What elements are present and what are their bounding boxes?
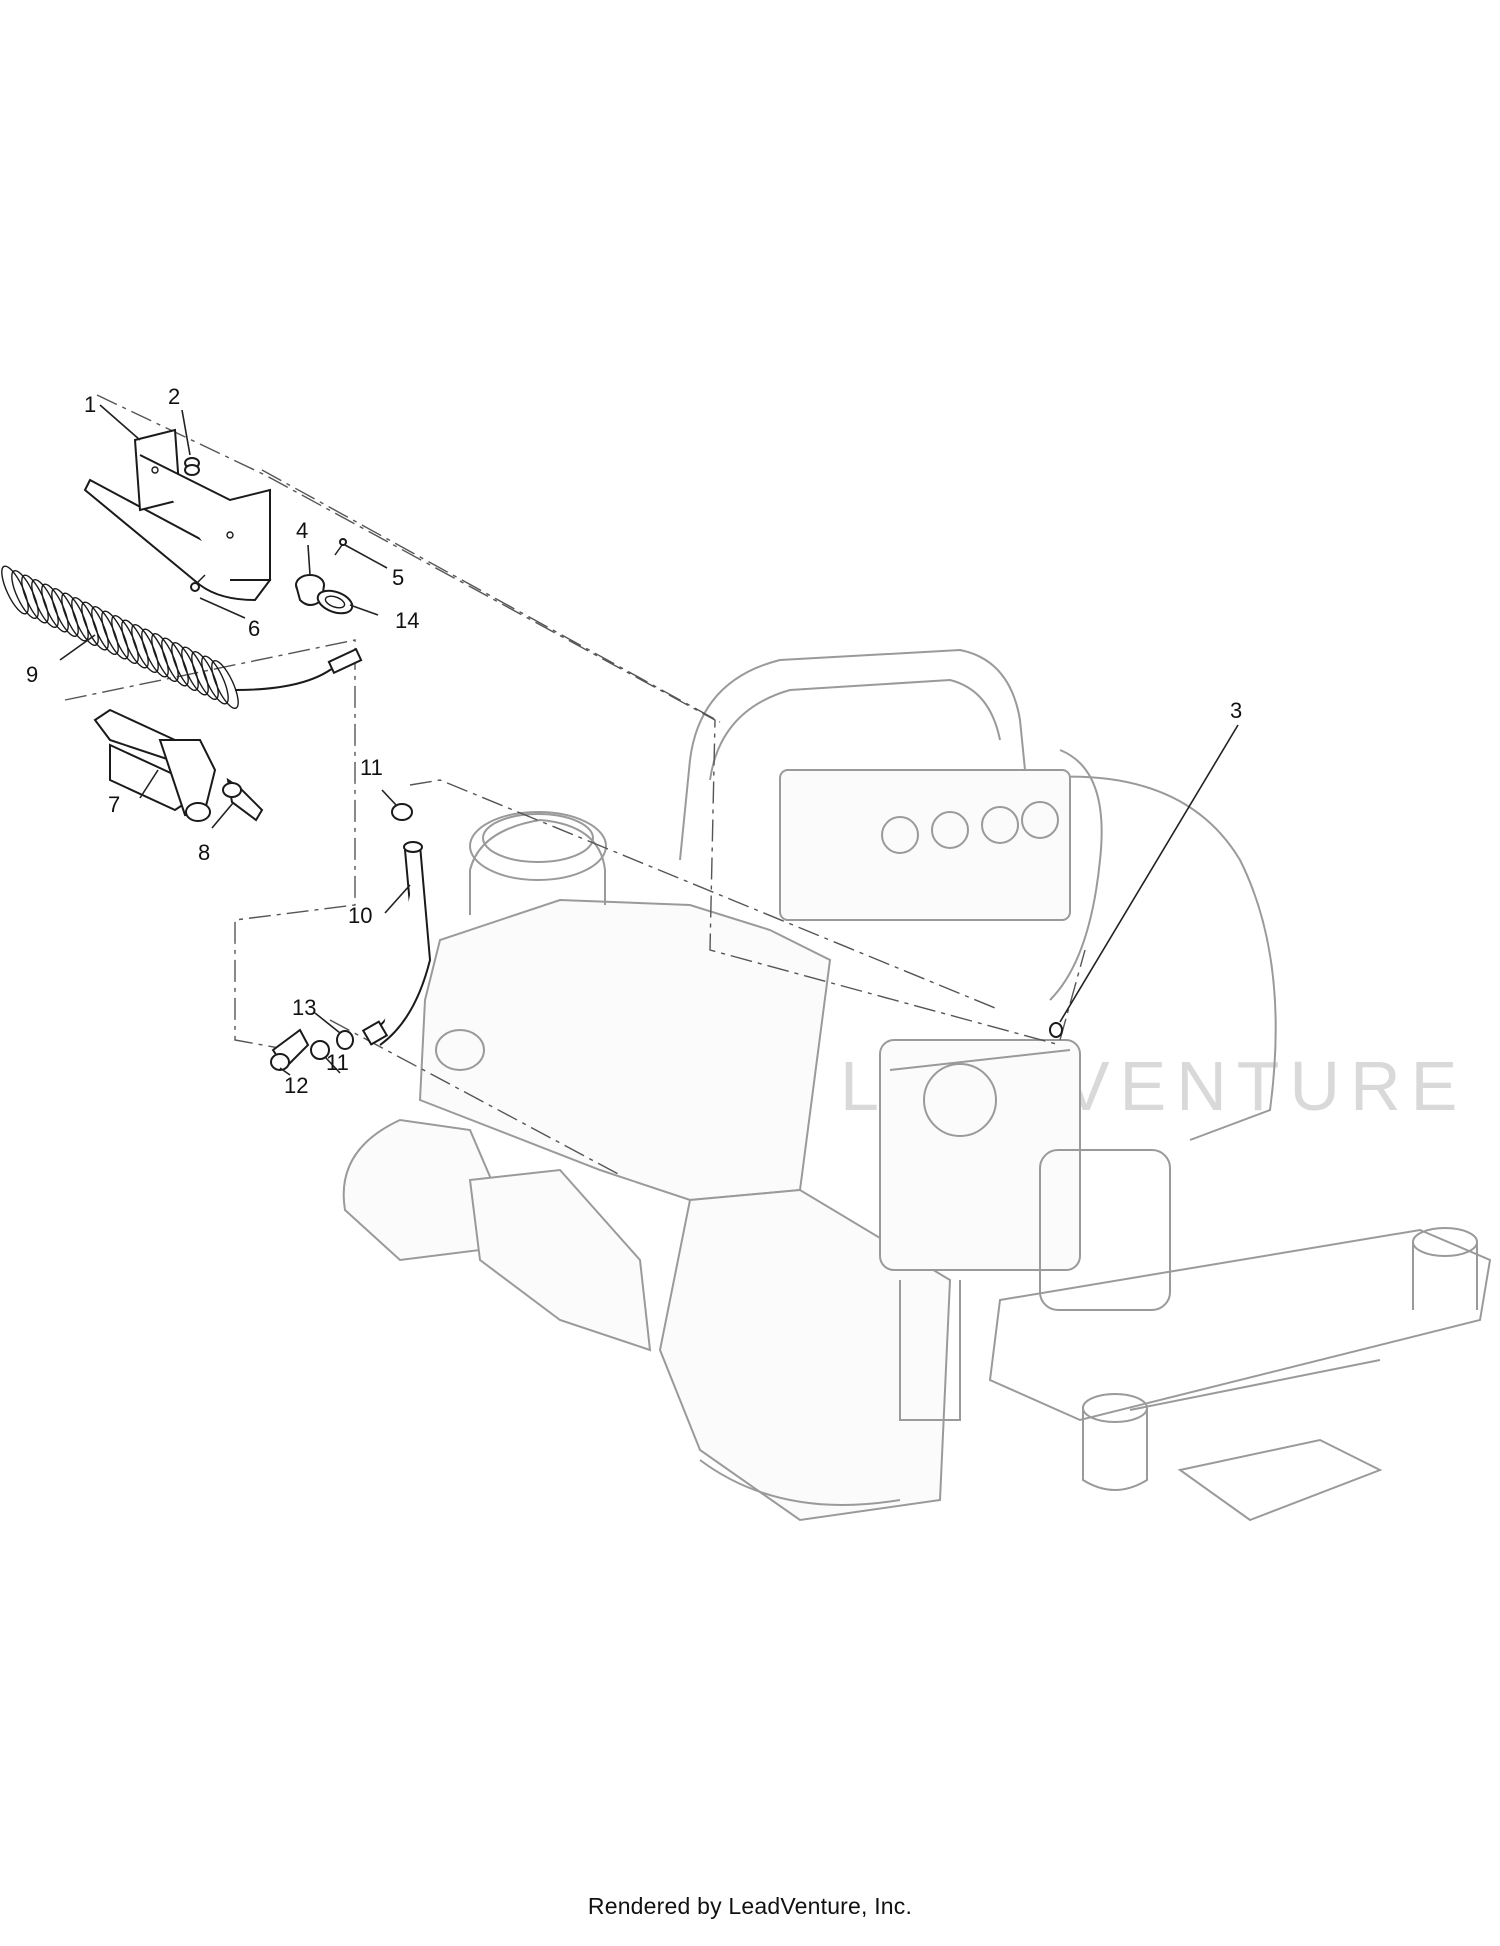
part-3-fitting xyxy=(1049,1022,1063,1038)
callout-5: 5 xyxy=(392,565,404,590)
callout-11-lower: 11 xyxy=(326,1050,349,1075)
callout-2: 2 xyxy=(168,384,180,409)
part-10-hose xyxy=(361,841,432,1046)
callout-8: 8 xyxy=(198,840,210,865)
part-7-spray-gun xyxy=(93,708,217,822)
part-13-clamp xyxy=(336,1030,354,1050)
mower-chassis-phantom xyxy=(342,648,1492,1522)
part-6-screw xyxy=(190,574,206,592)
callout-4: 4 xyxy=(296,518,308,543)
footer-credit: Rendered by LeadVenture, Inc. xyxy=(587,1893,913,1919)
leader-lines xyxy=(59,404,1239,1076)
callout-9: 9 xyxy=(26,662,38,687)
callout-14: 14 xyxy=(395,608,419,633)
part-11-clamp-upper xyxy=(391,803,413,821)
part-11-clamp-lower xyxy=(310,1040,330,1060)
part-8-nozzle xyxy=(222,777,264,822)
callouts: 1 2 3 4 5 6 7 8 9 10 11 11 12 13 14 xyxy=(26,384,1242,1098)
callout-11-upper: 11 xyxy=(360,755,383,780)
callout-7: 7 xyxy=(108,792,120,817)
assembly-phantom-lines xyxy=(64,394,1086,1176)
part-12-fitting xyxy=(270,1028,310,1071)
part-9-coiled-hose xyxy=(1,565,363,710)
callout-10: 10 xyxy=(348,903,372,928)
part-2-nut xyxy=(184,457,200,476)
callout-13: 13 xyxy=(292,995,316,1020)
part-5-screw xyxy=(334,538,347,556)
callout-1: 1 xyxy=(84,392,96,417)
part-14-gasket xyxy=(316,589,354,615)
callout-6: 6 xyxy=(248,616,260,641)
callout-3: 3 xyxy=(1230,698,1242,723)
callout-12: 12 xyxy=(284,1073,308,1098)
part-1-hose-reel-bracket xyxy=(83,428,272,602)
